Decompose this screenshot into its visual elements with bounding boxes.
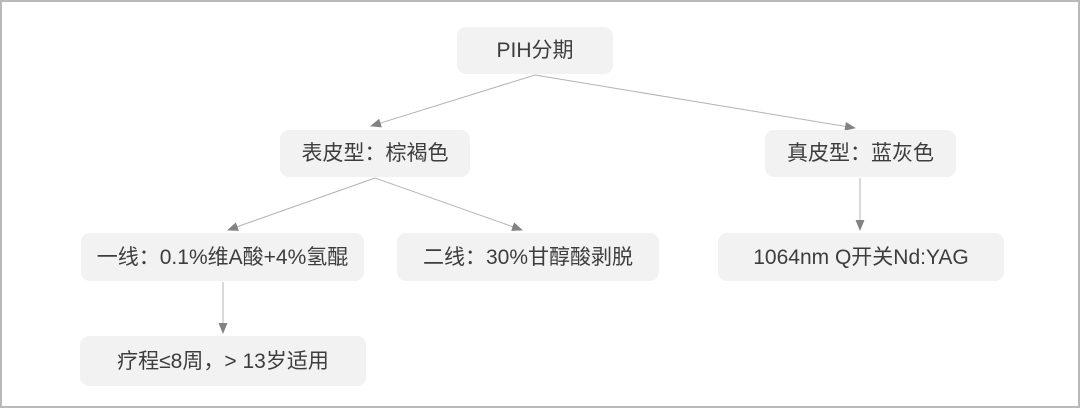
node-label: 疗程≤8周，> 13岁适用 — [117, 349, 329, 373]
edge-epidermal-to-second-line — [374, 177, 523, 231]
node-label: 表皮型：棕褐色 — [301, 142, 449, 165]
node-label: 二线：30%甘醇酸剥脱 — [422, 245, 634, 269]
node-label: 真皮型：蓝灰色 — [787, 142, 934, 165]
node-label: PIH分期 — [496, 39, 574, 62]
node-dermal-type: 真皮型：蓝灰色 — [765, 130, 956, 177]
edge-pih-to-epidermal — [370, 74, 536, 128]
node-pih-staging: PIH分期 — [457, 27, 613, 74]
node-first-line-treatment: 一线：0.1%维A酸+4%氢醌 — [81, 233, 364, 281]
node-second-line-treatment: 二线：30%甘醇酸剥脱 — [397, 233, 659, 281]
node-label: 一线：0.1%维A酸+4%氢醌 — [96, 245, 349, 269]
node-epidermal-type: 表皮型：棕褐色 — [280, 130, 470, 177]
node-label: 1064nm Q开关Nd:YAG — [753, 245, 969, 269]
edge-pih-to-dermal — [534, 74, 856, 131]
node-laser-treatment: 1064nm Q开关Nd:YAG — [718, 233, 1004, 281]
edge-epidermal-to-first-line — [227, 177, 376, 231]
node-treatment-course: 疗程≤8周，> 13岁适用 — [80, 336, 366, 386]
